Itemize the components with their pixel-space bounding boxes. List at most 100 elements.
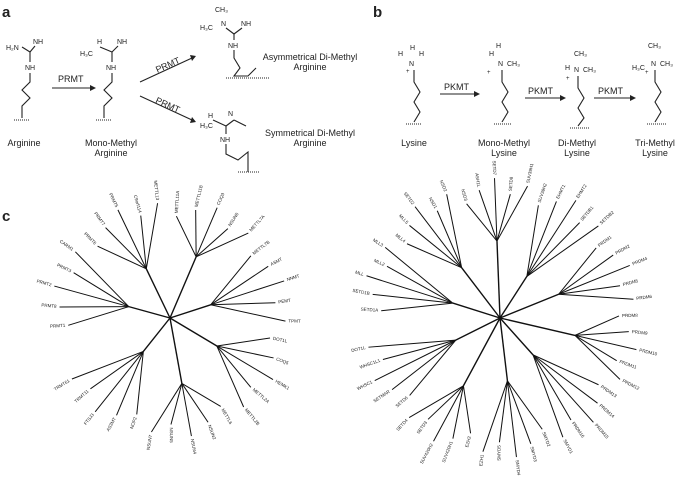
tree-branch — [506, 380, 532, 444]
svg-text:H₃C: H₃C — [200, 25, 213, 32]
mono-methyl-lysine-label: Mono-Methyl Lysine — [477, 138, 531, 158]
tree-branch — [169, 304, 211, 319]
tree-leaf-label: EZH1 — [478, 454, 484, 467]
tree-branch — [455, 317, 501, 341]
tree-branch — [452, 302, 501, 319]
tree-branch — [558, 285, 621, 295]
tree-branch — [368, 339, 456, 348]
tree-branch — [210, 255, 252, 306]
tree-branch — [169, 317, 183, 384]
tree-branch — [181, 383, 221, 407]
svg-text:N: N — [409, 61, 414, 68]
tree-leaf-label: C9orf114 — [133, 194, 143, 213]
tree-leaf-label: PRMT7 — [93, 211, 106, 227]
tree-leaf-label: PRDM5 — [622, 278, 639, 287]
tree-leaf-label: ASH1L — [474, 173, 481, 188]
tree-leaf-label: EZH2 — [464, 435, 472, 448]
tree-leaf-label: NSUN5 — [169, 427, 174, 443]
tree-branch — [54, 285, 129, 308]
svg-text:+: + — [406, 69, 410, 75]
svg-text:H: H — [208, 113, 213, 120]
asym-dimethyl-arginine-label: Asymmetrical Di-Methyl Arginine — [262, 52, 358, 72]
tree-branch — [461, 267, 501, 319]
tree-branch — [150, 383, 183, 433]
tree-leaf-label: NSD2 — [439, 179, 449, 192]
tree-leaf-label: NNMT — [286, 273, 300, 282]
tree-leaf-label: SETMAR — [372, 389, 391, 404]
di-methyl-lysine-label: Di-Methyl Lysine — [557, 138, 596, 158]
tree-branch — [105, 227, 147, 270]
svg-text:H: H — [410, 45, 415, 52]
tree-branch — [462, 317, 501, 387]
tree-branch — [466, 203, 498, 242]
tree-branch — [414, 206, 463, 269]
panel-c-letter: c — [2, 208, 11, 225]
tree-branch — [496, 194, 511, 242]
tree-leaf-label: METTL2A — [252, 387, 271, 404]
tree-leaf-label: PRDM15 — [594, 423, 610, 440]
sym-dimethyl-arginine-structure: H N H₃C NH — [200, 111, 260, 173]
tree-branch — [436, 210, 463, 268]
tree-branch — [574, 334, 617, 362]
tree-branch — [499, 293, 559, 319]
tree-branch — [498, 380, 508, 443]
tree-leaf-label: METTL2B — [244, 408, 261, 427]
tree-branch — [117, 209, 147, 270]
svg-text:H₃C: H₃C — [632, 65, 645, 72]
tree-leaf-label: PRMT8 — [41, 302, 57, 309]
svg-text:H: H — [489, 51, 494, 58]
tree-branch — [499, 317, 509, 381]
tree-leaf-label: PRDM11 — [619, 359, 638, 370]
tree-branch — [496, 241, 501, 319]
tree-leaf-label: EHMT1 — [555, 183, 566, 199]
tree-branch — [116, 351, 144, 416]
tree-leaf-label: COQ3 — [216, 192, 226, 206]
tree-branch — [169, 256, 197, 319]
tree-branch — [175, 215, 197, 258]
tree-branch — [558, 293, 634, 300]
tree-leaf-label: EHMT2 — [575, 183, 588, 199]
tree-leaf-label: PRDM1 — [597, 234, 613, 248]
svg-text:N: N — [651, 61, 656, 68]
tree-leaf-label: METTL11A — [174, 191, 180, 214]
tree-leaf-label: PRDM13 — [600, 384, 618, 399]
mono-methyl-arginine-structure: H NH H₃C NH — [80, 39, 127, 121]
tree-branch — [499, 317, 576, 337]
tree-branch — [558, 264, 630, 295]
tree-branch — [68, 306, 129, 326]
tree-branch — [499, 276, 528, 319]
tri-methyl-lysine-label: Tri-Methyl Lysine — [635, 138, 675, 158]
svg-text:N: N — [574, 67, 579, 74]
svg-text:NH: NH — [25, 65, 35, 72]
svg-text:CH₃: CH₃ — [574, 51, 587, 58]
tree-leaf-label: SMYD1 — [562, 439, 574, 455]
tree-leaf-label: PRMT1 — [50, 323, 66, 329]
tree-branch — [526, 225, 599, 277]
tree-leaf-label: PRDM10 — [639, 348, 658, 357]
tree-branch — [136, 351, 144, 415]
tree-branch — [195, 228, 229, 258]
tree-branch — [366, 275, 453, 304]
svg-text:H: H — [496, 43, 501, 50]
svg-text:CH₃: CH₃ — [583, 67, 596, 74]
tree-leaf-label: HEMK1 — [274, 379, 290, 391]
tree-leaf-label: PRDM2 — [614, 243, 631, 255]
svg-text:NH: NH — [220, 137, 230, 144]
tree-branch — [532, 354, 599, 386]
tree-leaf-label: AS3MT — [105, 416, 117, 432]
tree-leaf-label: WHSC1 — [356, 379, 373, 391]
enzyme-label-b3: PKMT — [598, 86, 624, 96]
tree-branch — [210, 304, 286, 322]
tree-branch — [506, 380, 517, 458]
tree-branch — [408, 385, 464, 418]
tree-leaf-label: NSD3 — [460, 189, 468, 202]
tree-branch — [374, 339, 456, 382]
panel-b-letter: b — [373, 4, 383, 21]
svg-text:NH: NH — [228, 43, 238, 50]
mono-methyl-lysine-structure: H H N CH₃ + — [487, 43, 520, 125]
svg-text:H₂N: H₂N — [6, 45, 19, 52]
tree-branch — [210, 302, 276, 306]
enzyme-label-b1: PKMT — [444, 82, 470, 92]
tree-leaf-label: TRMT61 — [53, 378, 71, 392]
